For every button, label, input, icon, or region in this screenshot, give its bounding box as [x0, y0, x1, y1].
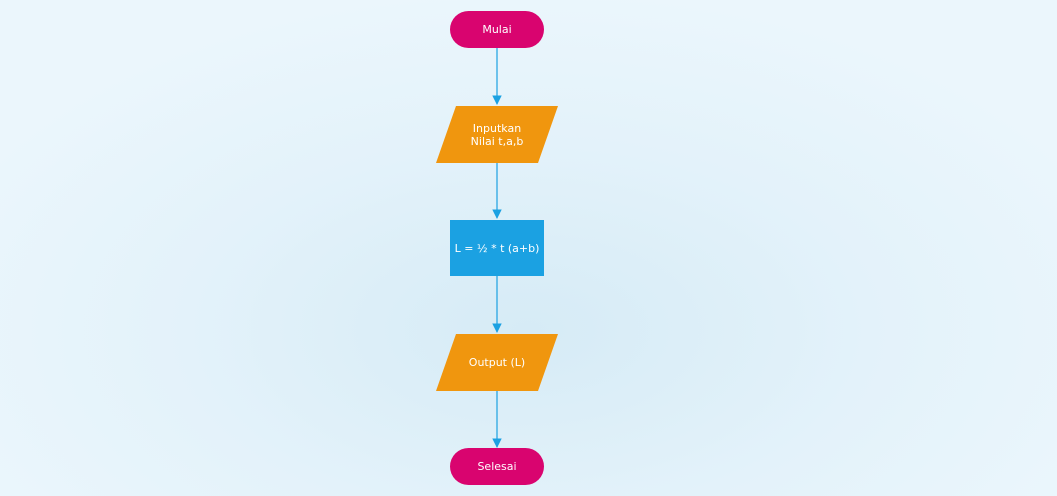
input-parallelogram-label: Inputkan Nilai t,a,b: [470, 121, 524, 148]
process-rectangle: L = ½ * t (a+b): [450, 220, 544, 276]
end-terminal: Selesai: [450, 448, 544, 485]
output-parallelogram: Output (L): [436, 334, 558, 391]
output-parallelogram-label: Output (L): [468, 356, 526, 369]
input-parallelogram: Inputkan Nilai t,a,b: [436, 106, 558, 163]
end-terminal-label: Selesai: [477, 460, 517, 473]
output-parallelogram-shape: [436, 334, 558, 391]
process-rectangle-label: L = ½ * t (a+b): [454, 241, 540, 255]
start-terminal-label: Mulai: [482, 23, 512, 36]
input-parallelogram-shape: [436, 106, 558, 163]
start-terminal: Mulai: [450, 11, 544, 48]
